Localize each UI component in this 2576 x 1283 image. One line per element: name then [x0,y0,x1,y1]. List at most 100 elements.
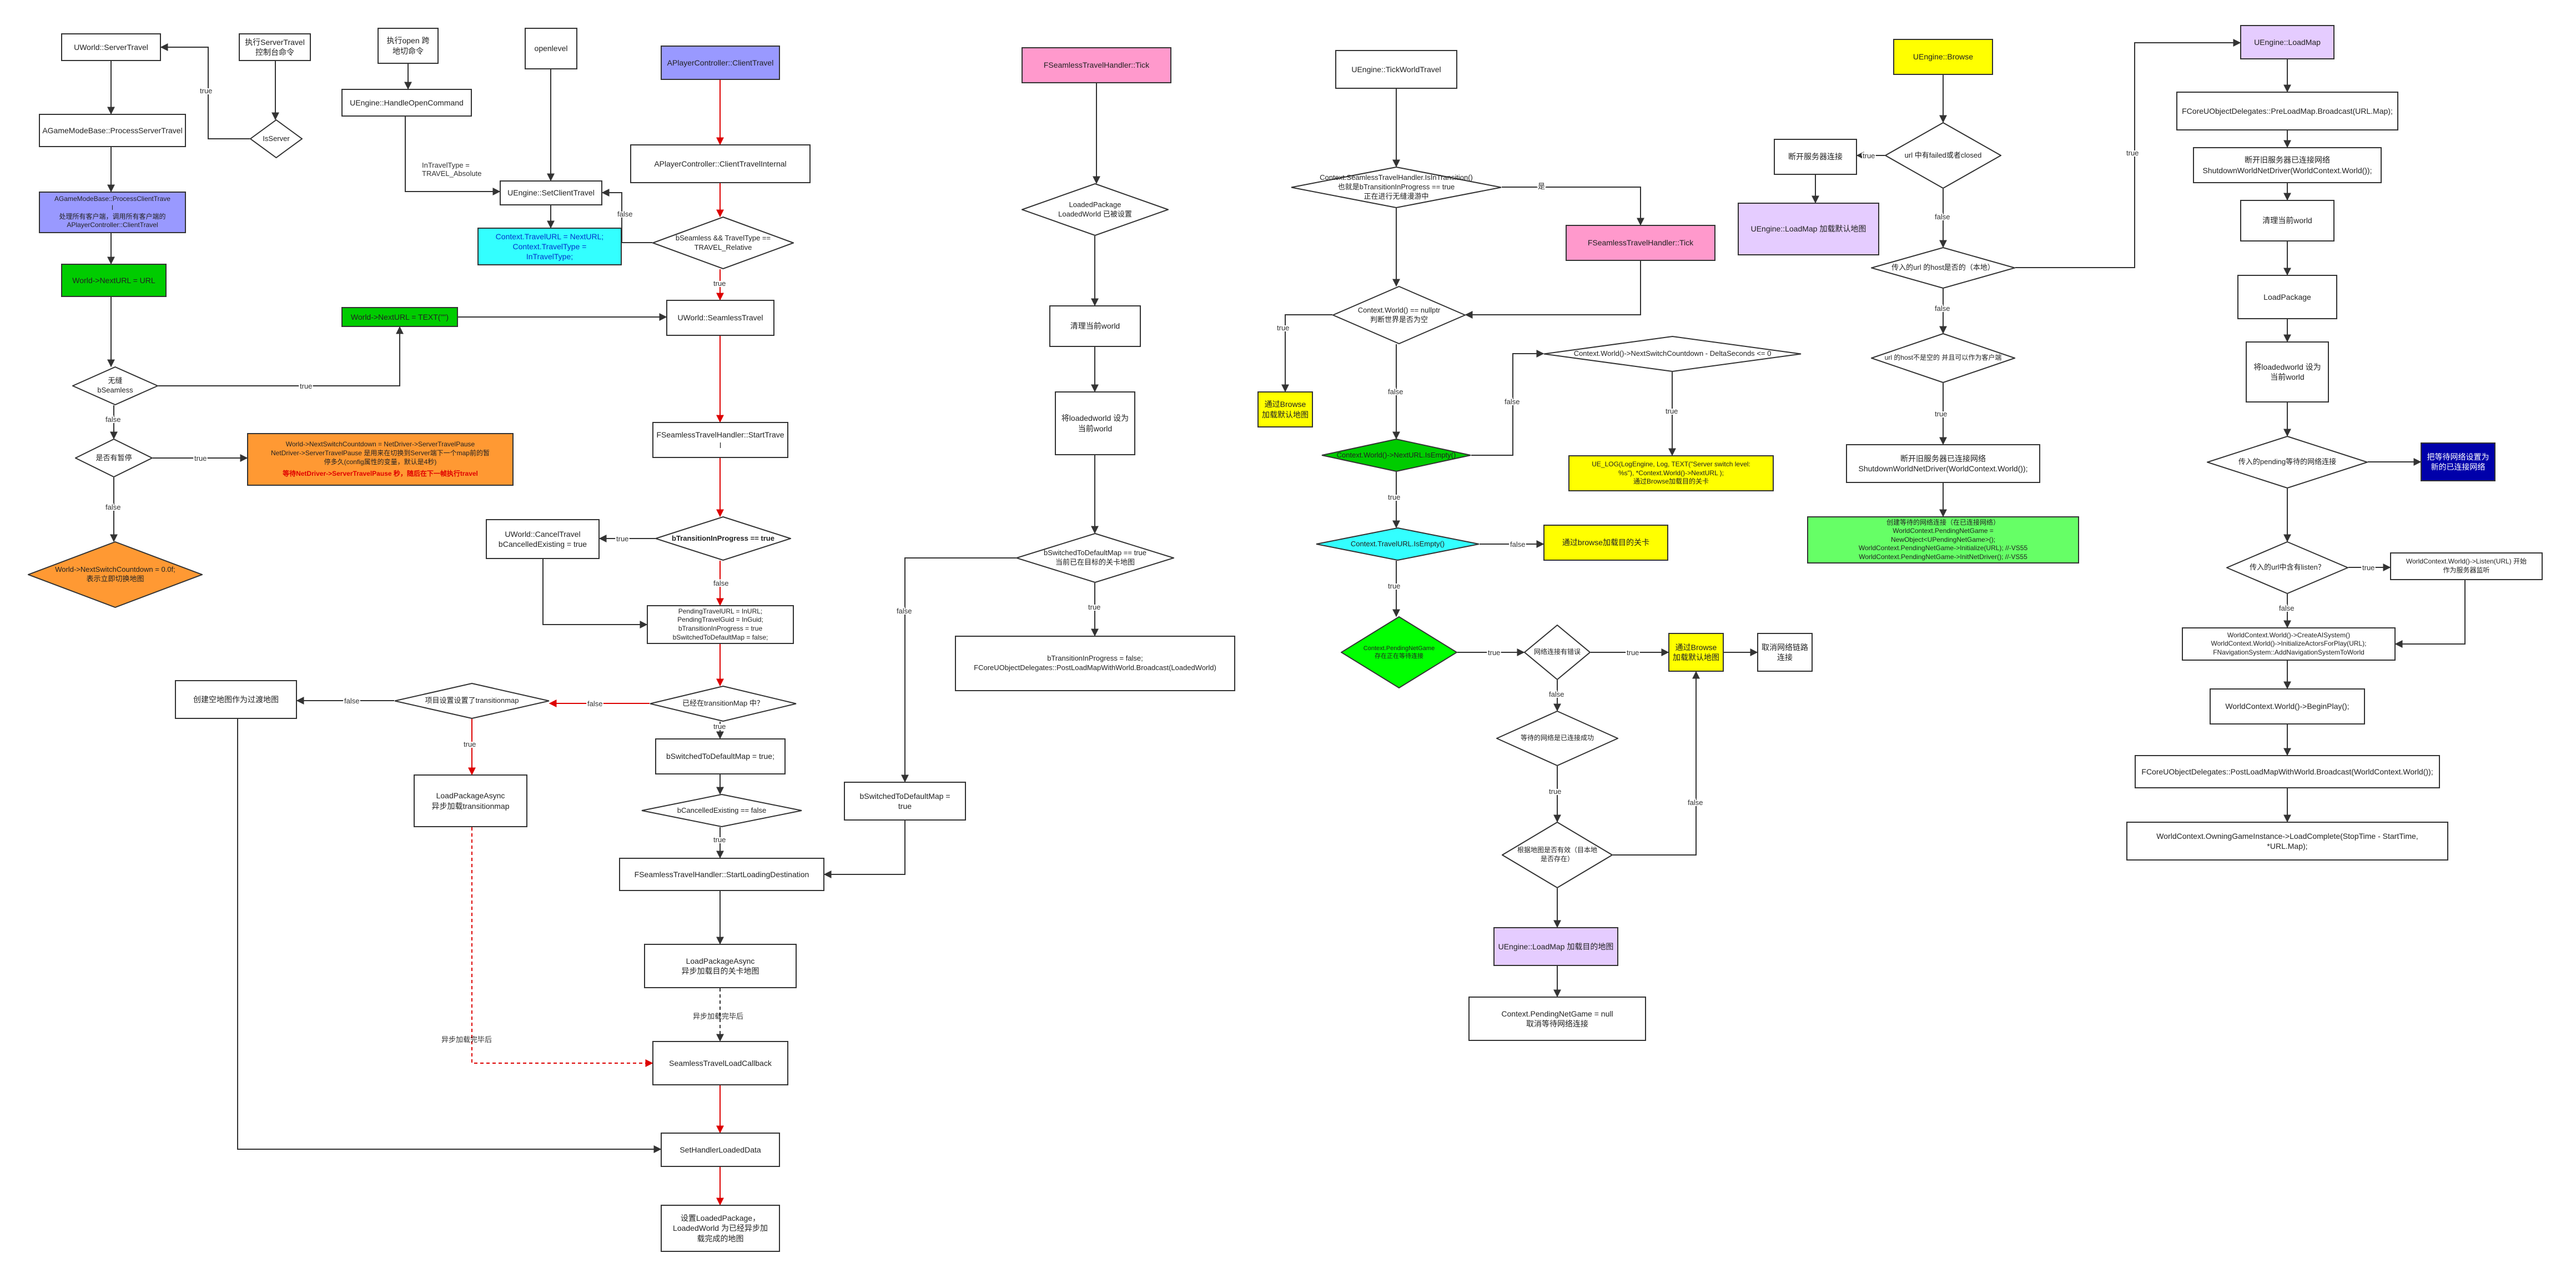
node-bswitched-default-true2: bSwitchedToDefaultMap = true [844,782,966,821]
edge-label-false: false [344,697,359,705]
node-loadpackageasync-transition: LoadPackageAsync 异步加载transitionmap [414,774,527,827]
edge-label-true: true [1388,582,1400,590]
node-bswitched-default-true: bSwitchedToDefaultMap = true; [655,738,786,774]
decision-loaded-package-set: LoadedPackage LoadedWorld 已被设置 [1022,183,1169,236]
node-init-world-systems: WorldContext.World()->CreateAISystem() W… [2182,627,2396,661]
node-loadpackage: LoadPackage [2237,275,2337,319]
edge-label-true: true [616,535,628,543]
decision-is-in-transitionmap: 已经在transitionMap 中？ [650,686,797,722]
edge-label-true: true [194,454,207,462]
node-fst-tick: FSeamlessTravelHandler::Tick [1022,47,1171,83]
edge-42 [901,557,1016,783]
node-fst-tick-right: FSeamlessTravelHandler::Tick [1566,225,1715,261]
node-openlevel: openlevel [525,28,577,69]
node-seamless-load-callback: SeamlessTravelLoadCallback [652,1041,788,1085]
node-preloadmap-broadcast: FCoreUObjectDelegates::PreLoadMap.Broadc… [2176,92,2398,130]
edge-50 [1471,350,1544,456]
edge-48 [1281,314,1332,393]
decision-is-host-local: 传入的url 的host是否的（本地） [1871,247,2015,289]
edge-60 [1613,671,1700,856]
decision-is-url-listen: 传入的url中含有listen？ [2226,541,2348,594]
edge-16 [601,189,652,243]
decision-is-nexturl-empty: Context.World()->NextURL.IsEmpty() [1321,439,1471,472]
edge-label-true: true [1627,648,1639,657]
edge-label-true: true [1863,152,1875,160]
decision-is-context-world-null: Context.World() == nullptr 判断世界是否为空 [1332,286,1466,344]
node-browse-default-map: 通过Browse 加载默认地图 [1257,391,1313,427]
node-apc-clienttravel: APlayerController::ClientTravel [661,46,780,80]
decision-is-host-not-local: url 的host不是空的 并且可以作为客户端 [1871,333,2015,383]
decision-is-seamless-relative: bSeamless && TravelType == TRAVEL_Relati… [652,217,794,269]
edge-22 [542,559,648,628]
node-create-pending-netgame: 创建等待的网络连接（在已连接网络） WorldContext.PendingNe… [1807,516,2079,563]
edge-label-true: true [2126,149,2139,157]
node-disconnect-old-conn: 断开服务器连接 [1774,139,1857,175]
edge-label-false: false [897,607,912,615]
node-transition-finish: bTransitionInProgress = false; FCoreUObj… [955,636,1235,691]
node-uengine-loadmap-dest: UEngine::LoadMap 加载目的地图 [1493,927,1618,966]
node-load-complete: WorldContext.OwningGameInstance->LoadCom… [2126,822,2448,861]
node-begin-play: WorldContext.World()->BeginPlay(); [2210,688,2365,724]
node-world-nexturl-text: World->NextURL = TEXT("") [341,307,458,327]
node-shutdown-old-netdriver: 断开旧服务器已连接网络 ShutdownWorldNetDriver(World… [1846,444,2040,483]
decision-is-bseamless: 无缝 bSeamless [72,366,158,405]
decision-is-load-map-success: 根据地图是否有效（目本地 是否存在） [1502,822,1613,888]
edge-label-false: false [1505,398,1520,406]
node-browse-default-map2: 通过Browse 加载默认地图 [1668,633,1724,672]
node-world-nexturl-url: World->NextURL = URL [61,264,167,297]
label-intravel-absolute: InTravelType = TRAVEL_Absolute [422,161,482,178]
node-set-handler-loaded-data: SetHandlerLoadedData [661,1133,780,1167]
decision-is-nextswitch-countdown: Context.World()->NextSwitchCountdown - D… [1543,336,1802,372]
edge-label-false: false [713,579,728,587]
edge-label-true: true [1277,324,1289,332]
decision-countdown-box: World->NextSwitchCountdown = 0.0f; 表示立即切… [28,541,203,608]
node-exec-open-cmd: 执行open 跨 地切命令 [378,28,439,64]
edge-label-false: false [105,503,120,511]
edge-80 [2394,580,2466,648]
edge-label-false: false [1549,690,1564,698]
label-async-done-left: 异步加载完毕后 [441,1035,492,1044]
node-uworld-seamlesstravel: UWorld::SeamlessTravel [666,300,774,336]
edge-label-false: false [617,210,632,218]
node-listen-url-box: WorldContext.World()->Listen(URL) 开始 作为服… [2390,552,2543,580]
decision-is-pending-connect-success: 等待的网络是已连接成功 [1496,711,1618,766]
edge-label-false: false [2279,604,2294,612]
node-set-waiting-connection: 把等待网络设置为 新的已连接网络 [2421,442,2496,481]
edge-label-false: false [1935,304,1950,313]
edge-label-true: true [713,279,726,288]
node-loadpackageasync-dest: LoadPackageAsync 异步加载目的关卡地图 [644,944,797,988]
node-pendingnetgame-null: Context.PendingNetGame = null 取消等待网络连接 [1468,997,1646,1041]
node-uengine-loadmap: UEngine::LoadMap [2240,25,2334,59]
edge-label-true: true [1388,493,1400,501]
edge-label-true: true [1549,787,1561,796]
decision-is-pending-netgame-pass: 传入的pending等待的网络连接 [2207,436,2368,489]
edge-43 [823,821,905,878]
node-uengine-loadmap-default: UEngine::LoadMap 加载默认地图 [1738,203,1879,255]
edge-1 [160,43,250,139]
node-ue-log-box: UE_LOG(LogEngine, Log, TEXT("Server swit… [1568,455,1774,491]
edge-label-false: false [587,700,602,708]
edge-label-true: true [713,722,726,731]
edge-label-true: true [713,836,726,844]
node-fst-starttravel: FSeamlessTravelHandler::StartTrave l [652,422,788,458]
node-context-travelurl: Context.TravelURL = NextURL; Context.Tra… [477,228,622,265]
edge-label-true: true [464,740,476,748]
edge-45 [1502,187,1644,226]
node-agamemode-processclienttravel: AGameModeBase::ProcessClientTrave l 处理所有… [39,192,186,233]
decision-is-transitionmap-set: 项目设置设置了transitionmap [394,683,550,719]
decision-is-transition-inprogress: bTransitionInProgress == true [655,516,791,561]
decision-is-server: IsServer [250,119,303,158]
edge-label-true: true [2362,563,2374,572]
node-pause-box: World->NextSwitchCountdown = NetDriver->… [247,433,514,486]
node-set-loaded-package: 设置LoadedPackage， LoadedWorld 为已经异步加 载完成的… [661,1205,780,1252]
node-pending-travel: PendingTravelURL = InURL; PendingTravelG… [647,605,794,644]
edge-label-false: false [1388,388,1403,396]
node-agamemode-processservertravel: AGameModeBase::ProcessServerTravel [39,114,186,147]
node-uengine-setclienttravel: UEngine::SetClientTravel [500,180,602,205]
node-clean-world: 清理当前world [1049,305,1141,347]
node-browse-dest-level: 通过browse加载目的关卡 [1543,525,1668,561]
edge-6 [158,326,404,386]
edge-label-true: true [1088,603,1100,611]
edge-label-false: false [1688,798,1703,807]
